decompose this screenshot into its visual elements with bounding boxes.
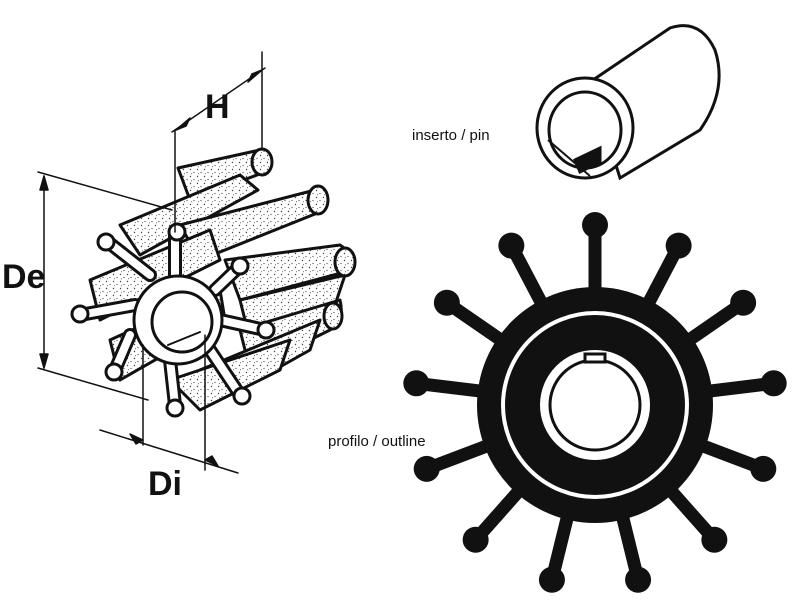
- outline-bore: [548, 358, 642, 452]
- label-outline: profilo / outline: [328, 433, 426, 450]
- outline-blade-tip: [625, 566, 652, 593]
- outline-blade-tip: [750, 455, 777, 482]
- impeller-3d-drawing: [37, 51, 357, 474]
- outline-blade-tip: [433, 289, 460, 316]
- outline-blade-tip: [701, 526, 728, 553]
- outline-blade-tip: [403, 370, 430, 397]
- insert-pin-drawing: [535, 24, 721, 181]
- outline-ring: [501, 311, 689, 499]
- outline-profile-drawing: [403, 212, 787, 593]
- outline-blade-tip: [538, 566, 565, 593]
- impeller-front-face: [70, 222, 276, 418]
- label-height: H: [205, 88, 230, 126]
- outline-blade-tip: [760, 370, 787, 397]
- outline-blade-tip: [413, 455, 440, 482]
- dimension-lines: [37, 51, 266, 474]
- outline-blade-tip: [498, 232, 525, 259]
- label-inner-diameter: Di: [148, 465, 182, 503]
- label-outer-diameter: De: [2, 258, 45, 296]
- outline-blade-tip: [730, 289, 757, 316]
- outline-blade-tip: [462, 526, 489, 553]
- outline-keyway: [583, 352, 607, 364]
- outline-blade-tip: [665, 232, 692, 259]
- outline-blade-tip: [582, 212, 608, 238]
- label-insert-pin: inserto / pin: [412, 127, 490, 144]
